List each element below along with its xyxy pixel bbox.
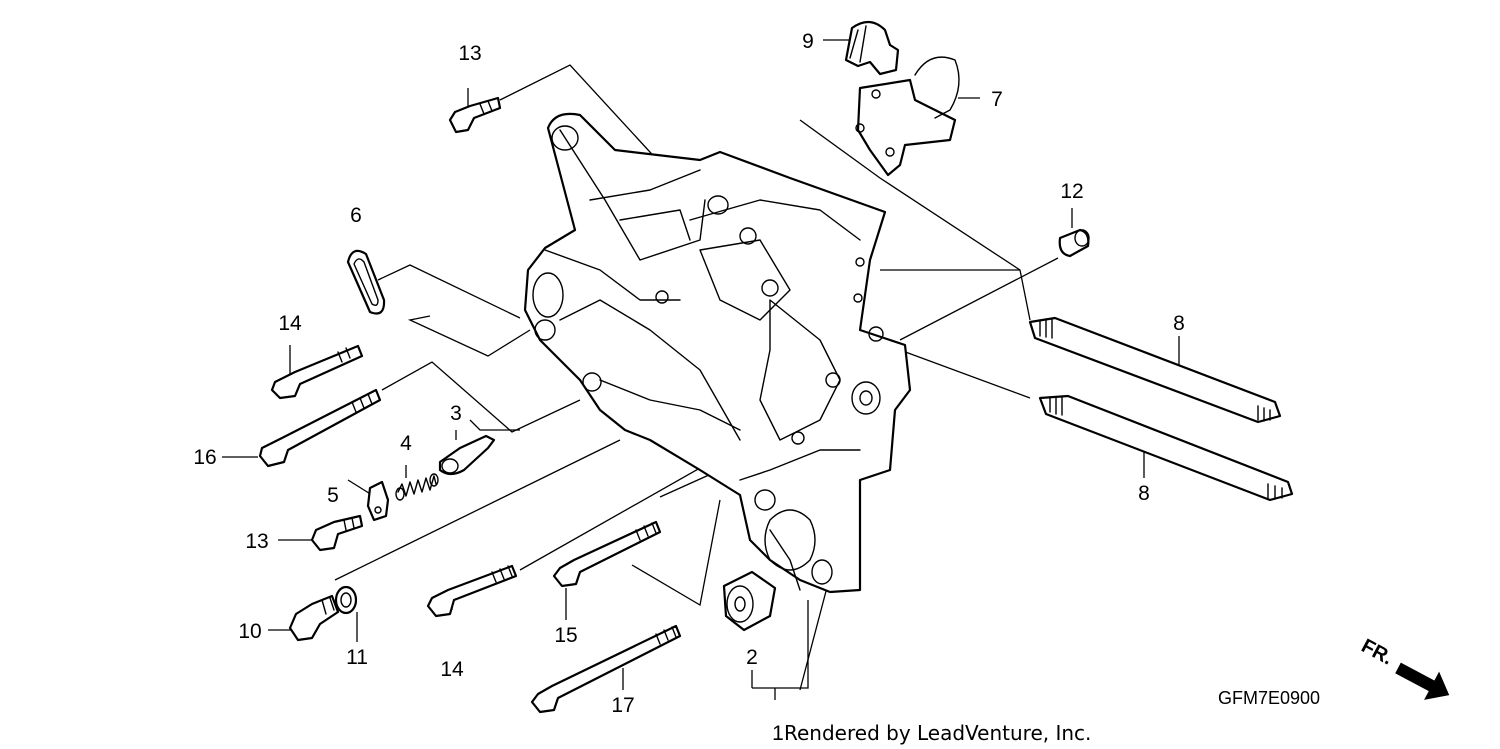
part-9-clamp — [844, 20, 900, 76]
callout-1: 1 — [772, 722, 784, 745]
part-6-o-ring — [346, 249, 386, 315]
part-11-washer — [334, 585, 358, 615]
crankcase-housing — [523, 112, 912, 594]
diagram-code: GFM7E0900 — [1218, 688, 1320, 708]
callout-labels: 13 9 7 6 12 14 8 3 4 16 8 5 13 10 11 14 … — [193, 30, 1185, 745]
callout-9: 9 — [802, 30, 814, 53]
part-10-bolt — [288, 594, 340, 642]
render-credit: Rendered by LeadVenture, Inc. — [784, 721, 1091, 745]
part-17-bolt — [530, 624, 682, 714]
callout-8-lower: 8 — [1138, 482, 1150, 505]
front-direction-arrow: FR. — [1358, 635, 1450, 700]
callout-10: 10 — [238, 620, 261, 643]
part-13-bolt-upper — [448, 96, 502, 134]
part-14-bolt-lower — [426, 564, 518, 618]
part-7-bracket — [855, 56, 960, 177]
front-direction-label: FR. — [1358, 635, 1397, 670]
callout-6: 6 — [350, 204, 362, 227]
part-12-collar — [1058, 228, 1090, 258]
part-2-bushing — [722, 570, 777, 632]
callout-4: 4 — [400, 432, 412, 455]
callout-11: 11 — [346, 646, 368, 669]
part-16-bolt — [258, 388, 382, 468]
callout-13-lower: 13 — [245, 530, 268, 553]
part-14-bolt-left — [270, 344, 364, 400]
part-4-spring — [395, 473, 439, 501]
part-13-bolt-lower — [310, 514, 364, 552]
part-15-bolt — [552, 520, 662, 588]
callout-2: 2 — [746, 646, 758, 669]
callout-17: 17 — [611, 694, 634, 717]
callout-16: 16 — [193, 446, 216, 469]
callout-7: 7 — [991, 88, 1003, 111]
callout-8: 8 — [1173, 312, 1185, 335]
arrow-icon — [1395, 662, 1450, 700]
callout-15: 15 — [554, 624, 577, 647]
callout-5: 5 — [327, 484, 339, 507]
callout-13: 13 — [458, 42, 481, 65]
callout-3: 3 — [450, 402, 462, 425]
callout-12: 12 — [1060, 180, 1083, 203]
part-3-pin — [438, 434, 496, 476]
part-8-stud-lower — [1038, 394, 1294, 502]
part-5-plate — [366, 480, 390, 522]
part-8-stud-upper — [1028, 316, 1282, 424]
callout-14: 14 — [278, 312, 302, 335]
callout-14-lower: 14 — [440, 658, 464, 681]
